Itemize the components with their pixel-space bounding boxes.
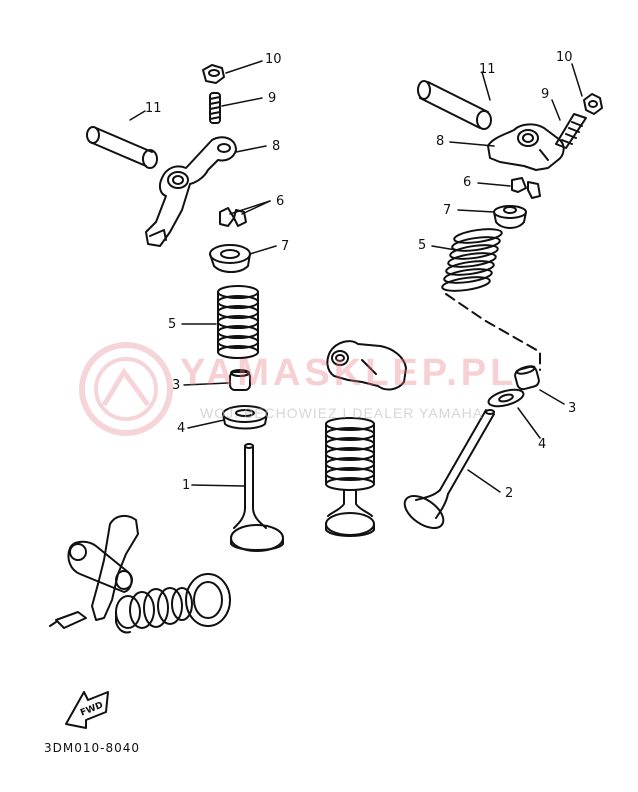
label-left-7: 7 [281,239,290,254]
rocker-shaft-right [417,80,492,130]
label-left-10: 10 [265,52,282,67]
label-right-4: 4 [538,437,547,452]
label-left-9: 9 [268,91,277,106]
collets-right [511,177,541,199]
spring-retainer-right [493,205,527,229]
rocker-arm-left [145,136,237,247]
label-left-1: 1 [182,478,191,493]
rocker-shaft-left [86,126,158,169]
watermark-logo [79,342,173,436]
label-right-11: 11 [479,62,496,77]
spring-seat-left [222,405,268,430]
label-right-6: 6 [463,175,472,190]
nut-left [202,64,225,84]
label-right-8: 8 [436,134,445,149]
valve-spring-left [217,285,259,359]
valve-spring-right [441,228,503,292]
adjuster-screw-right [555,113,587,149]
fwd-label: FWD [79,700,105,718]
label-left-11: 11 [145,101,162,116]
rocker-arm-right [487,123,565,171]
alignment-line [445,293,541,371]
nut-right [583,93,603,115]
bottom-left-assembly [49,514,231,634]
label-left-3: 3 [172,378,181,393]
watermark-title: YAMASKLEP.PL [180,352,518,394]
label-right-2: 2 [505,486,514,501]
watermark-subtitle: WOJ. BECHOWIEZ I DEALER YAMAHA [200,405,484,421]
adjuster-screw-left [209,92,221,124]
label-left-6: 6 [276,194,285,209]
center-assembly [325,340,407,537]
spring-seat-right [487,388,525,408]
leader-lines [129,60,583,493]
fwd-arrow-icon [65,691,109,729]
label-left-5: 5 [168,317,177,332]
label-right-7: 7 [443,203,452,218]
exhaust-valve [403,409,495,529]
spring-retainer-left [209,244,251,273]
oil-seal-right [514,365,540,391]
collets-left [219,207,247,227]
diagram-code: 3DM010-8040 [44,741,141,755]
label-right-9: 9 [541,87,550,102]
label-right-3: 3 [568,401,577,416]
label-right-10: 10 [556,50,573,65]
label-left-8: 8 [272,139,281,154]
intake-valve [230,443,284,552]
label-left-4: 4 [177,421,186,436]
label-right-5: 5 [418,238,427,253]
oil-seal-left [229,369,251,391]
